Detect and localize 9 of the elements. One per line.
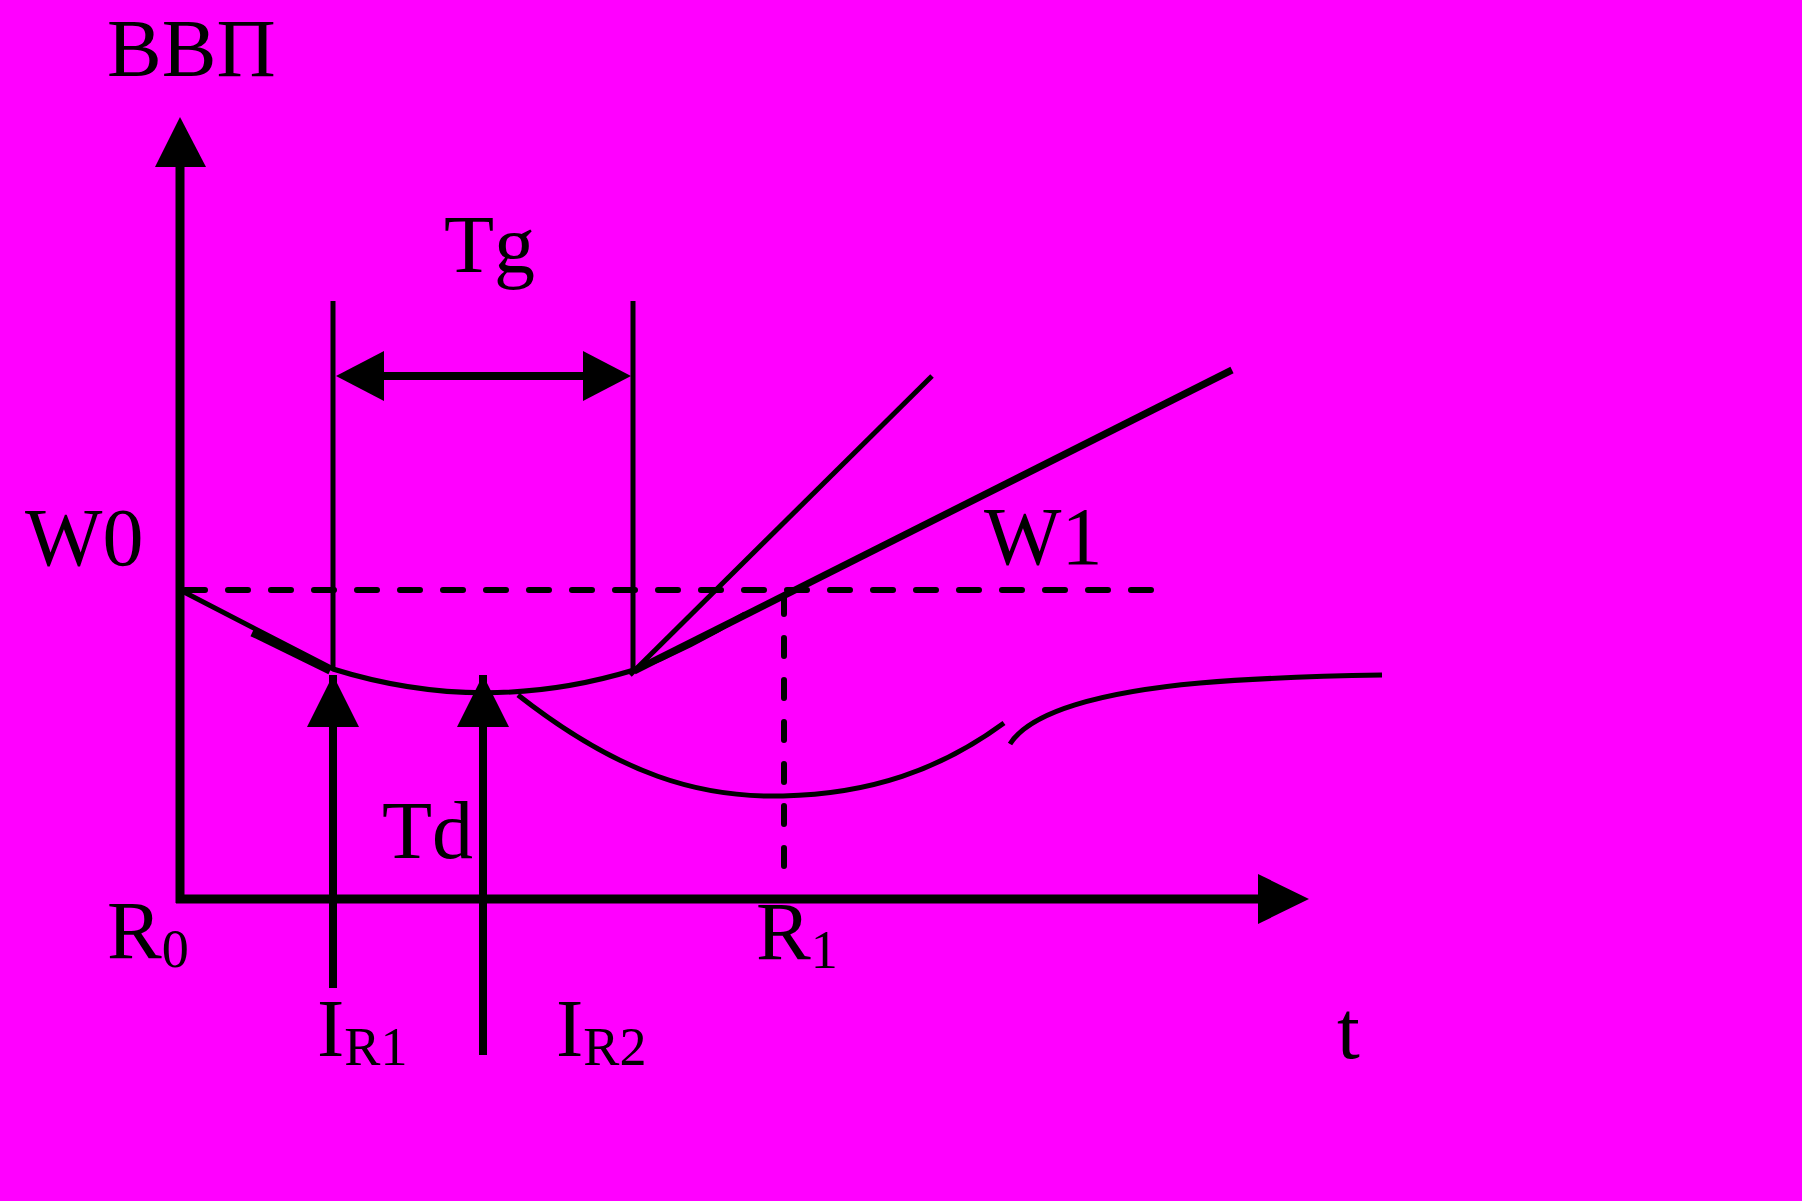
level-label: W0 <box>25 497 144 579</box>
axis-label: ВВП <box>107 8 276 90</box>
point-label: R$_{0}$ <box>107 890 189 972</box>
level-label: W1 <box>984 496 1103 578</box>
impulse-label: I$_{R2}$ <box>556 988 647 1070</box>
impulse-label: I$_{R1}$ <box>317 988 408 1070</box>
axis-label: t <box>1337 990 1360 1072</box>
point-label: R$_{1}$ <box>756 891 838 973</box>
interval-label: Td <box>382 790 474 872</box>
